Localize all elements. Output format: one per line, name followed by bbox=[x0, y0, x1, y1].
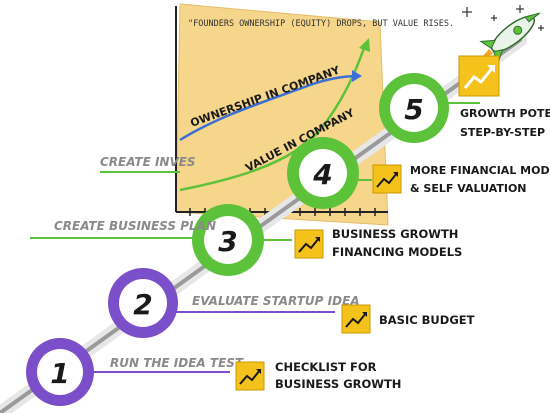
step-3-number: 3 bbox=[218, 225, 237, 258]
step-3-label: CREATE BUSINESS PLAN bbox=[54, 219, 216, 233]
step-4-benefit-line1: MORE FINANCIAL MODELLING bbox=[410, 164, 550, 177]
step-5-inner-circle bbox=[390, 84, 438, 132]
growth-chart-icon bbox=[294, 229, 324, 259]
step-3-inner-circle bbox=[204, 216, 252, 264]
step-2-benefit-line1: BASIC BUDGET bbox=[379, 313, 475, 327]
step-1-benefit-line1: CHECKLIST FOR bbox=[275, 360, 377, 374]
step-1-label: RUN THE IDEA TEST bbox=[110, 356, 244, 370]
step-4-label: CREATE INVES bbox=[100, 155, 196, 169]
step-3-benefit-line2: FINANCING MODELS bbox=[332, 245, 462, 259]
rocket-icon bbox=[479, 12, 541, 66]
step-5-benefit-line2: STEP-BY-STEP bbox=[460, 126, 545, 139]
step-3-benefit-line1: BUSINESS GROWTH bbox=[332, 227, 458, 241]
step-5[interactable]: 5 GROWTH POTENTIAL STEP-BY-STEP bbox=[379, 55, 550, 143]
rocket-sparkles bbox=[462, 5, 544, 31]
step-4-number: 4 bbox=[312, 158, 332, 191]
step-4[interactable]: 4 CREATE INVES MORE FINANCIAL MODELLING … bbox=[100, 137, 550, 209]
step-1[interactable]: 1 RUN THE IDEA TEST CHECKLIST FOR BUSINE… bbox=[26, 338, 401, 406]
step-1-number: 1 bbox=[50, 357, 69, 390]
step-4-benefit-line2: & SELF VALUATION bbox=[410, 182, 527, 195]
ownership-curve bbox=[179, 74, 359, 142]
step-5-number: 5 bbox=[404, 93, 423, 126]
value-arrowhead bbox=[359, 38, 370, 52]
step-2-label: EVALUATE STARTUP IDEA bbox=[192, 294, 360, 308]
growth-chart-icon bbox=[235, 361, 265, 391]
step-1-benefit-line2: BUSINESS GROWTH bbox=[275, 377, 401, 391]
growth-chart-icon bbox=[458, 55, 500, 97]
step-2-inner-circle bbox=[119, 279, 167, 327]
step-2-number: 2 bbox=[133, 288, 152, 321]
note-quote: "FOUNDERS OWNERSHIP (EQUITY) DROPS, BUT … bbox=[188, 19, 454, 29]
growth-chart-icon bbox=[341, 304, 371, 334]
step-5-benefit-line1: GROWTH POTENTIAL bbox=[460, 107, 550, 120]
step-4-inner-circle bbox=[299, 149, 347, 197]
ownership-arrowhead bbox=[352, 70, 362, 82]
step-3[interactable]: 3 CREATE BUSINESS PLAN BUSINESS GROWTH F… bbox=[30, 204, 462, 276]
note-x-ticks bbox=[189, 208, 376, 216]
step-1-inner-circle bbox=[37, 349, 83, 395]
step-2[interactable]: 2 EVALUATE STARTUP IDEA BASIC BUDGET bbox=[108, 268, 475, 338]
growth-chart-icon bbox=[372, 164, 402, 194]
